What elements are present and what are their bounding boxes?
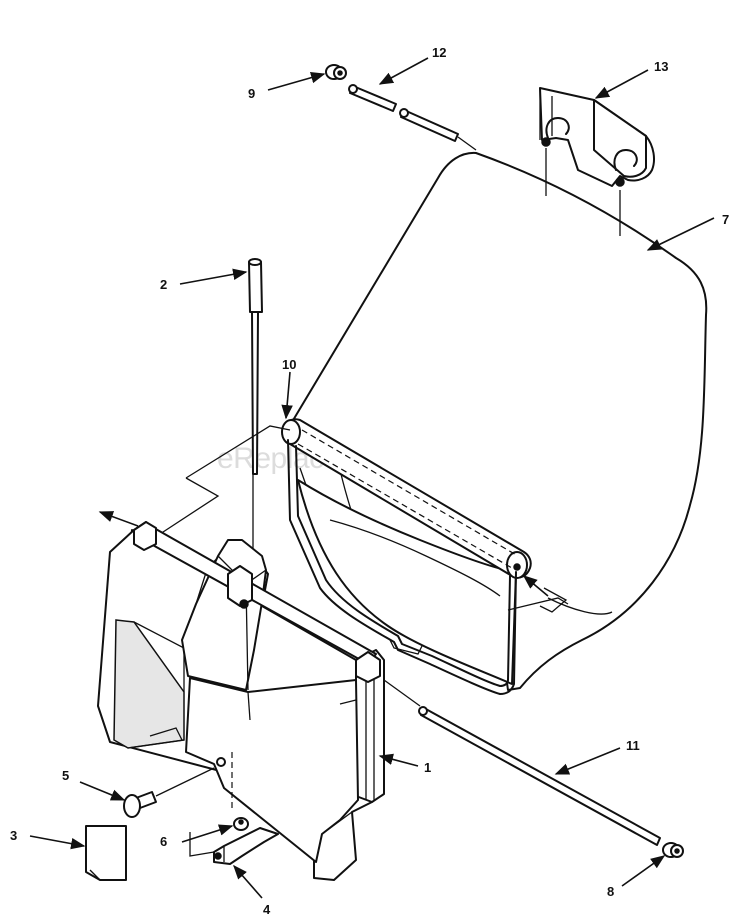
callout-5: 5 — [62, 768, 69, 783]
callout-13: 13 — [654, 59, 668, 74]
callout-3: 3 — [10, 828, 17, 843]
part-6-nut — [233, 817, 249, 831]
support-plate — [159, 425, 569, 611]
assembly-arrow-left — [98, 511, 139, 527]
part-4-clip — [189, 827, 279, 865]
callout-1: 1 — [424, 760, 431, 775]
callout-11: 11 — [626, 738, 640, 753]
callout-10: 10 — [282, 357, 296, 372]
part-2-rod — [248, 258, 263, 548]
part-8-cap-nut — [662, 842, 684, 858]
callout-7: 7 — [722, 212, 729, 227]
callout-leaders — [29, 57, 715, 899]
callout-9: 9 — [248, 86, 255, 101]
callout-12: 12 — [432, 45, 446, 60]
part-11-long-rod — [383, 679, 661, 846]
part-10-bag-frame — [281, 418, 532, 695]
callout-6: 6 — [160, 834, 167, 849]
part-5-bolt — [123, 767, 215, 818]
part-1-chute-body — [97, 521, 385, 881]
callout-8: 8 — [607, 884, 614, 899]
part-7-grass-bag — [291, 151, 708, 691]
part-13-bracket — [539, 87, 655, 236]
assembly-arrow-frame — [522, 575, 549, 597]
callout-4: 4 — [263, 902, 271, 917]
callout-2: 2 — [160, 277, 167, 292]
part-12-rods — [348, 84, 477, 151]
part-9-cap-nut — [325, 64, 347, 80]
part-3-decal — [85, 825, 127, 881]
